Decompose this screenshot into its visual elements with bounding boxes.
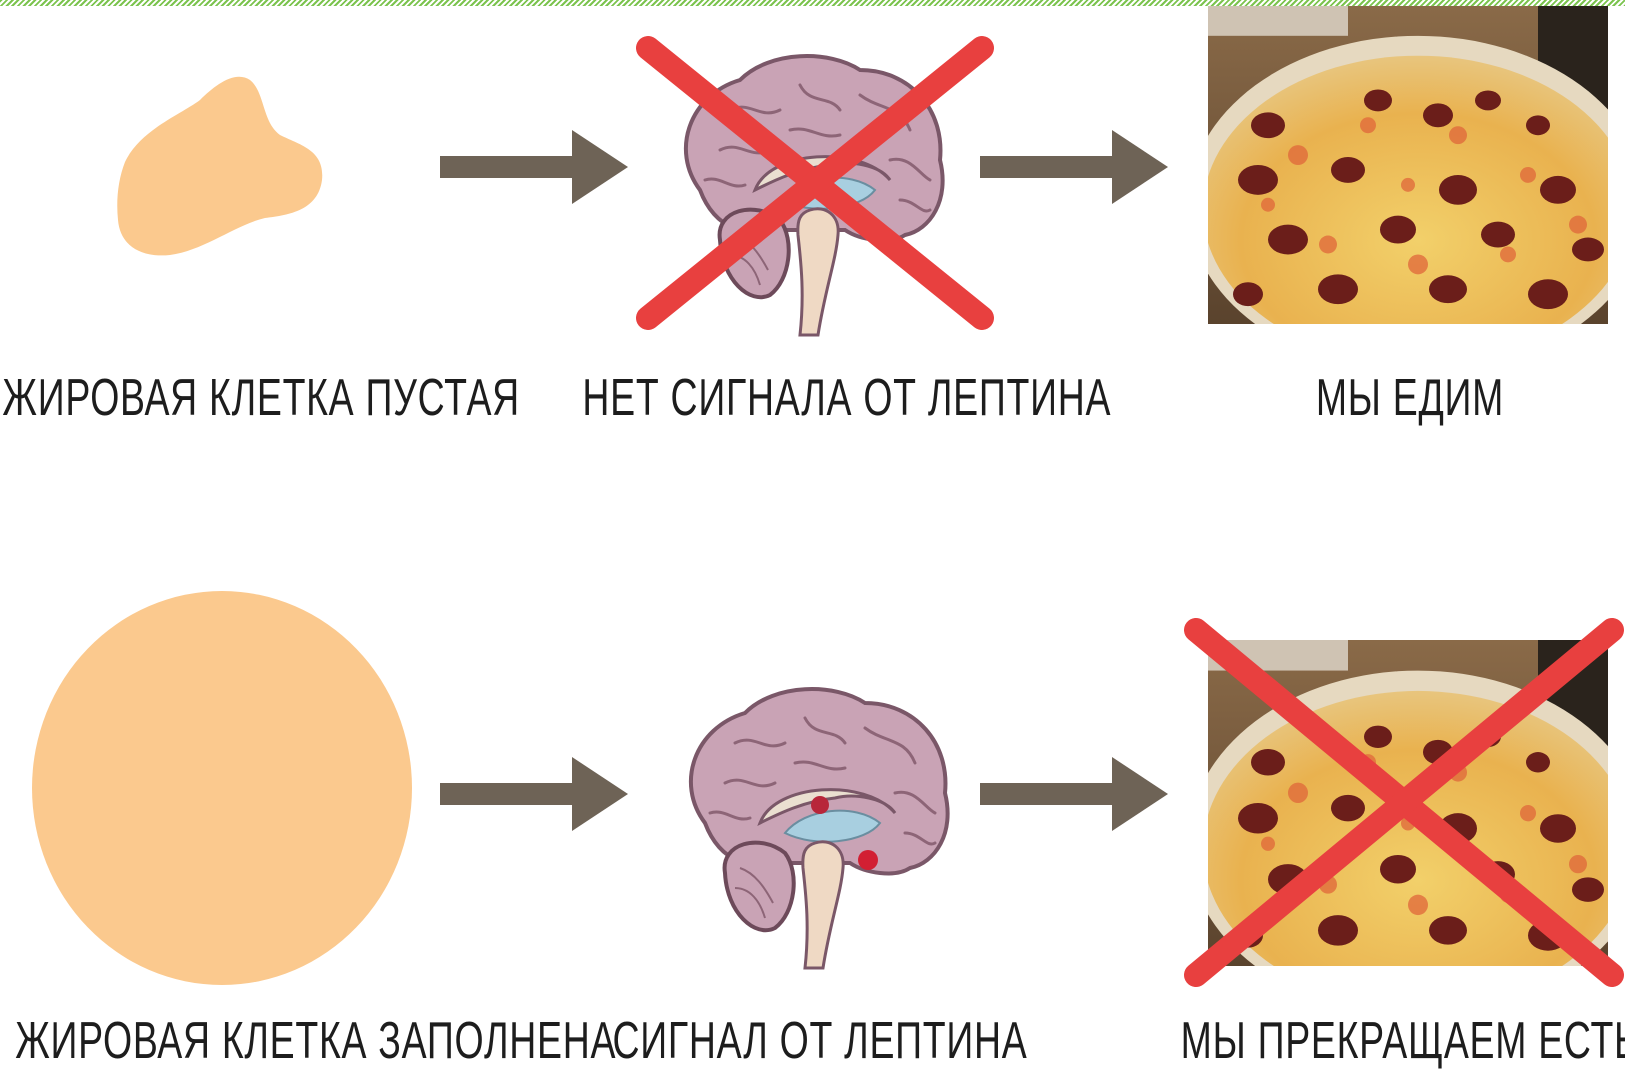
fat-cell-empty-label: ЖИРОВАЯ КЛЕТКА ПУСТАЯ bbox=[2, 372, 477, 424]
arrow-right-icon bbox=[980, 757, 1168, 831]
fat-cell-full-label: ЖИРОВАЯ КЛЕТКА ЗАПОЛНЕНА bbox=[15, 1015, 505, 1067]
pizza-image bbox=[1188, 6, 1625, 374]
fat-cell-icon bbox=[32, 591, 412, 985]
fat-cell-icon bbox=[117, 77, 322, 256]
we-eat-label: МЫ ЕДИМ bbox=[1172, 372, 1625, 424]
brain-icon bbox=[691, 689, 948, 968]
pizza-image bbox=[1188, 640, 1625, 1017]
arrow-right-icon bbox=[440, 757, 628, 831]
arrow-right-icon bbox=[980, 130, 1168, 204]
leptin-signal-label: СИГНАЛ ОТ ЛЕПТИНА bbox=[582, 1015, 1057, 1067]
arrow-right-icon bbox=[440, 130, 628, 204]
no-leptin-signal-label: НЕТ СИГНАЛА ОТ ЛЕПТИНА bbox=[582, 372, 1057, 424]
we-stop-eating-label: МЫ ПРЕКРАЩАЕМ ЕСТЬ bbox=[1172, 1015, 1625, 1067]
